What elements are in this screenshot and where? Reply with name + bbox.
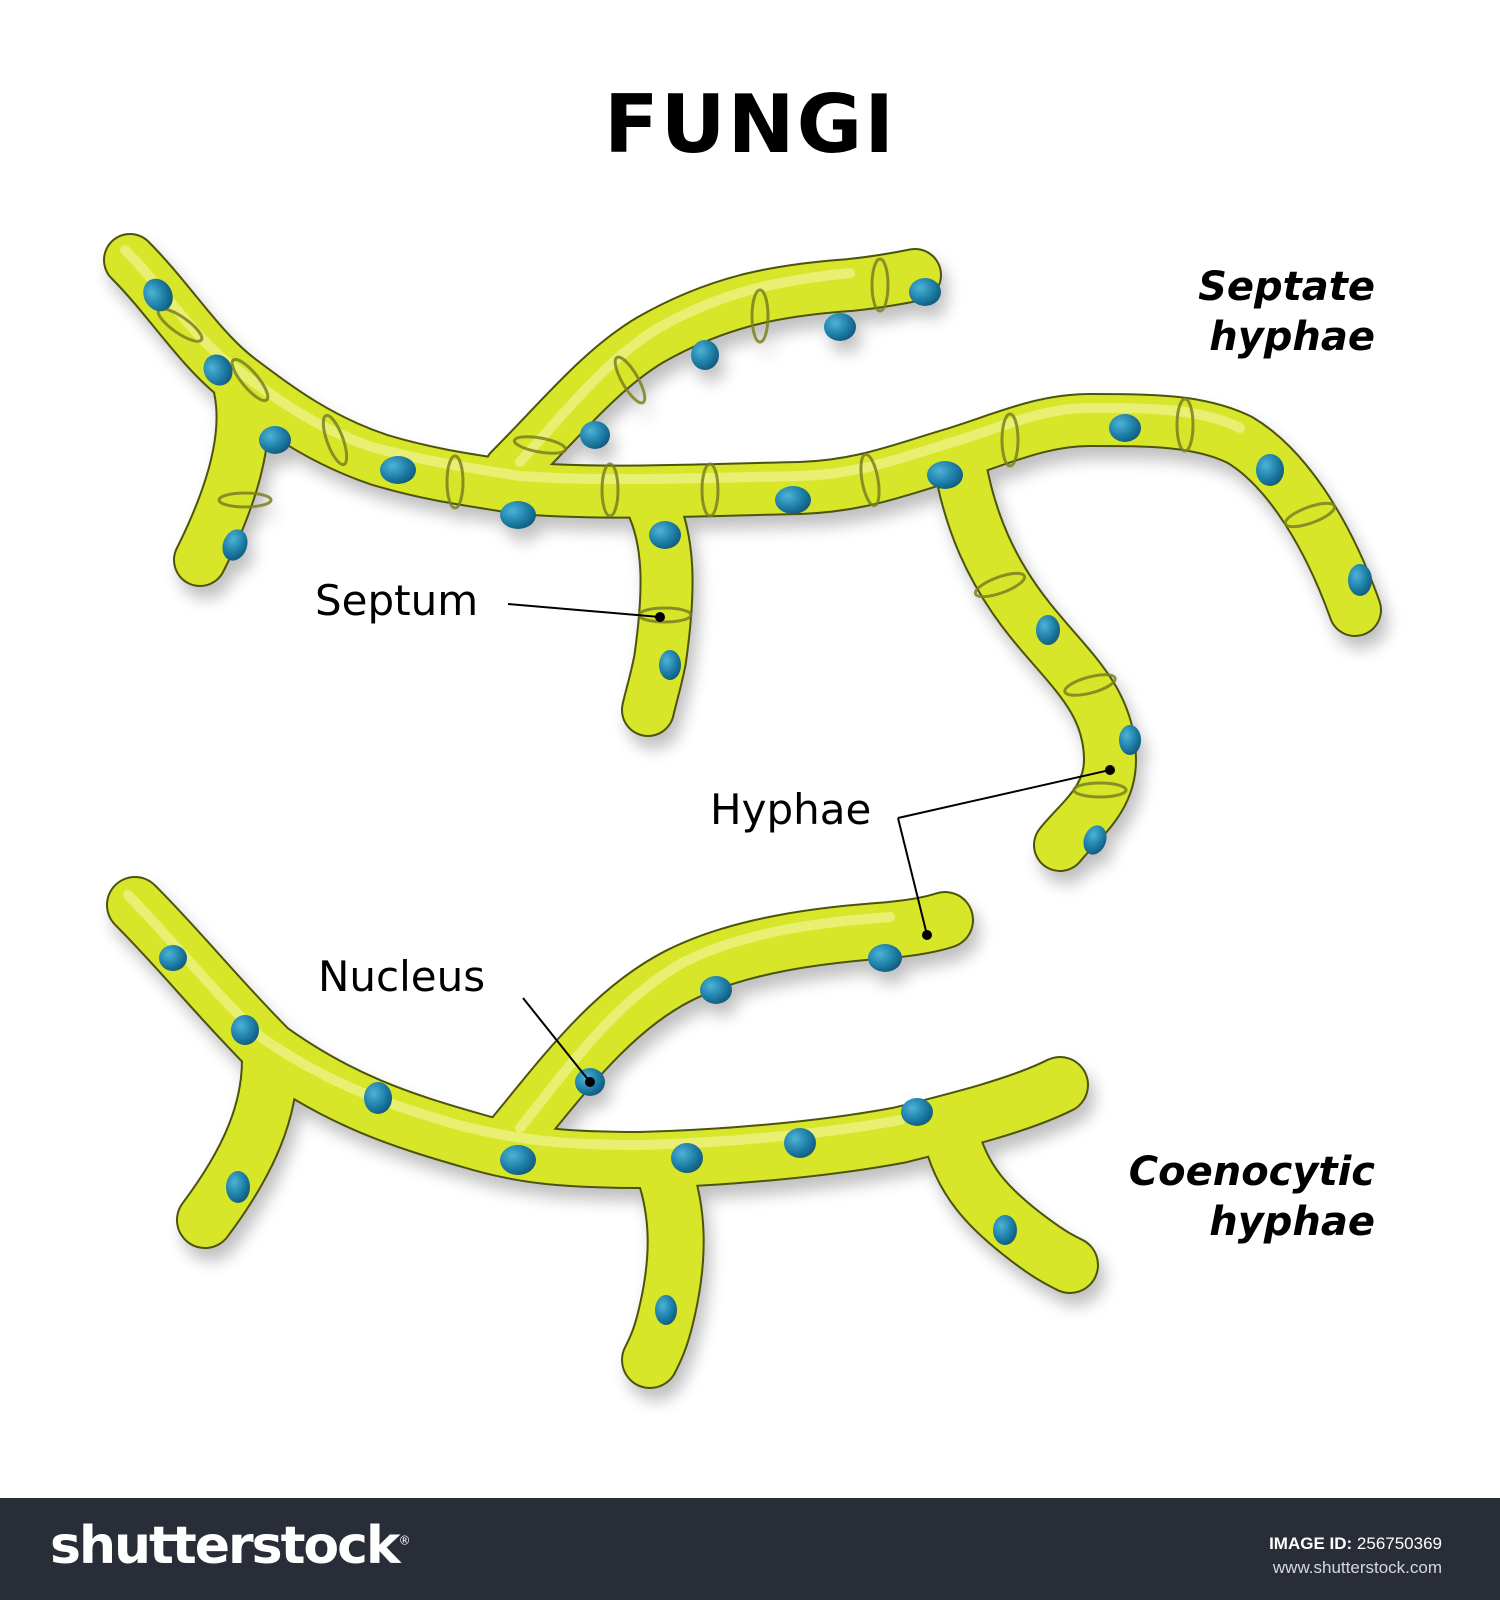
coenocytic-hyphae (106, 876, 1099, 1389)
diagram-title: FUNGI (604, 78, 896, 171)
septate-hyphae-label: Septate hyphae (1198, 262, 1375, 362)
diagram-canvas: FUNGI Septate hyphae Coenocytic hyphae S… (103, 78, 1382, 1389)
callout-dots (585, 612, 1115, 1087)
septate-label-line2: hyphae (1209, 314, 1375, 360)
registered-mark-icon: ® (398, 1533, 411, 1548)
coenocytic-label-line1: Coenocytic (1128, 1149, 1375, 1195)
brand-text: shutterstock (50, 1516, 401, 1576)
septum-callout: Septum (315, 576, 479, 625)
callout-lines (507, 603, 1111, 1083)
nucleus-callout: Nucleus (318, 952, 486, 1001)
image-id: IMAGE ID: 256750369 (1269, 1534, 1442, 1554)
footer-bar: shutterstock® IMAGE ID: 256750369 www.sh… (0, 1498, 1500, 1600)
septate-label-line1: Septate (1198, 264, 1375, 310)
coenocytic-hyphae-label: Coenocytic hyphae (1129, 1147, 1375, 1247)
image-id-label: IMAGE ID: (1269, 1534, 1353, 1553)
septate-hyphae (103, 233, 1382, 872)
image-id-value: 256750369 (1356, 1534, 1442, 1553)
hyphae-illustration (103, 233, 1382, 1389)
hyphae-callout: Hyphae (710, 785, 872, 834)
shutterstock-logo: shutterstock® (50, 1516, 411, 1576)
site-url: www.shutterstock.com (1272, 1558, 1442, 1577)
coenocytic-label-line2: hyphae (1209, 1199, 1375, 1245)
